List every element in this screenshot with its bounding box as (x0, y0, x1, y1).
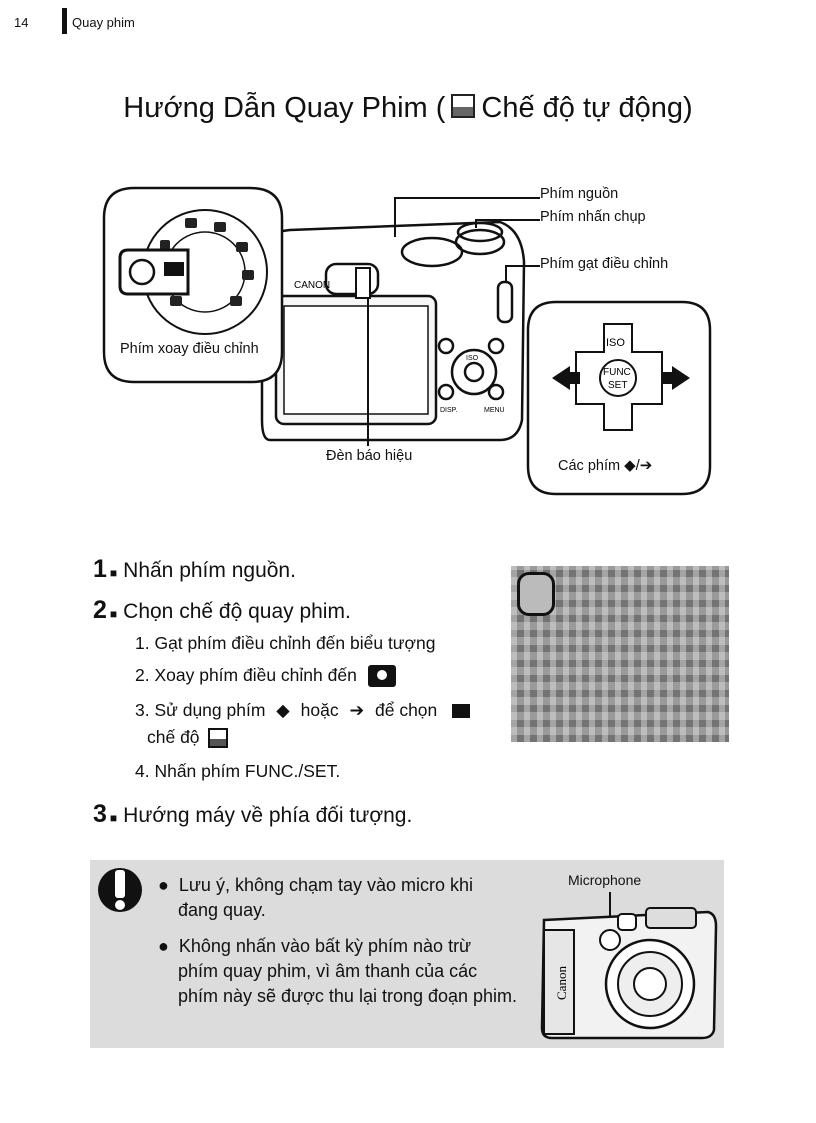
lcd-screenshot (511, 566, 729, 742)
brand-canon-label: Canon (554, 966, 569, 1000)
step-2-number: 2 (93, 596, 107, 624)
pad-iso-small: ISO (466, 355, 479, 362)
camera-front-illustration: Canon (540, 892, 718, 1040)
substep-4: 4. Nhấn phím FUNC./SET. (135, 761, 341, 781)
substep-3-continued: chế độ (147, 727, 229, 749)
power-leader (394, 197, 540, 237)
page-number: 14 (14, 15, 29, 30)
note-bullet-1: ●Lưu ý, không chạm tay vào micro khi đan… (158, 875, 474, 920)
note-bullet-2: ●Không nhấn vào bất kỳ phím nào trừ phím… (158, 936, 518, 1006)
step-3: 3■Hướng máy về phía đối tượng. (93, 800, 413, 828)
title-text-before: Hướng Dẫn Quay Phim ( (123, 92, 446, 124)
disp-label-small: DISP. (440, 407, 457, 414)
step-1-text: Nhấn phím nguồn. (123, 559, 296, 582)
camera-top-diagram: CANON ISO DISP. MENU ISO FUNC SET (102, 186, 712, 496)
shutter-button-shape (456, 221, 504, 243)
label-mode-switch: Phím gạt điều chỉnh (540, 256, 669, 272)
control-pad-large (575, 323, 663, 431)
switch-leader (505, 265, 540, 282)
left-key-icon: ◆ (276, 700, 290, 720)
camera-brand-label: CANON (294, 280, 330, 291)
left-arrow-icon (552, 366, 580, 390)
right-key-icon: ➔ (349, 700, 365, 720)
pad-iso-large: ISO (606, 337, 625, 349)
label-power-button: Phím nguồn (540, 186, 619, 202)
step-1-number: 1 (93, 555, 107, 583)
section-title: Quay phim (72, 15, 135, 30)
movie-icon (164, 262, 184, 276)
left-right-keys-icon: ◆/➔ (624, 457, 653, 474)
pad-func-label: FUNC (603, 367, 631, 378)
movie-mode-indicator-circle (517, 572, 555, 616)
label-mode-dial: Phím xoay điều chỉnh (120, 341, 259, 357)
label-keys: Các phím ◆/➔ (558, 457, 653, 474)
label-shutter-button: Phím nhấn chụp (540, 209, 646, 225)
label-microphone: Microphone (568, 872, 642, 888)
mode-switch-shape (496, 280, 514, 324)
camera-auto-icon (367, 665, 396, 688)
step-3-number: 3 (93, 800, 107, 828)
substep-1: 1. Gạt phím điều chỉnh đến biểu tượng (135, 633, 436, 653)
caution-icon (98, 868, 142, 912)
standard-mode-icon (208, 728, 229, 749)
step-2-text: Chọn chế độ quay phim. (123, 600, 351, 623)
page-title: Hướng Dẫn Quay Phim ( Chế độ tự động) (0, 92, 816, 125)
movie-standard-mode-icon (451, 94, 476, 119)
header-divider (62, 8, 67, 34)
movie-mode-icon (452, 704, 471, 719)
shutter-leader (475, 219, 540, 228)
pad-set-label: SET (608, 380, 627, 391)
title-text-after: Chế độ tự động) (481, 92, 693, 124)
step-1: 1■Nhấn phím nguồn. (93, 555, 296, 583)
label-indicator: Đèn báo hiệu (326, 448, 413, 464)
mode-dial-small (400, 236, 464, 268)
step-3-text: Hướng máy về phía đối tượng. (123, 804, 413, 827)
mode-dial-icons (160, 218, 254, 306)
menu-label-small: MENU (484, 407, 505, 414)
right-arrow-icon (662, 366, 690, 390)
step-2: 2■Chọn chế độ quay phim. (93, 596, 351, 624)
lcd-inner (283, 305, 429, 415)
substep-3: 3. Sử dụng phím ◆ hoặc ➔ để chọn (135, 700, 471, 721)
substep-2: 2. Xoay phím điều chỉnh đến (135, 665, 396, 688)
